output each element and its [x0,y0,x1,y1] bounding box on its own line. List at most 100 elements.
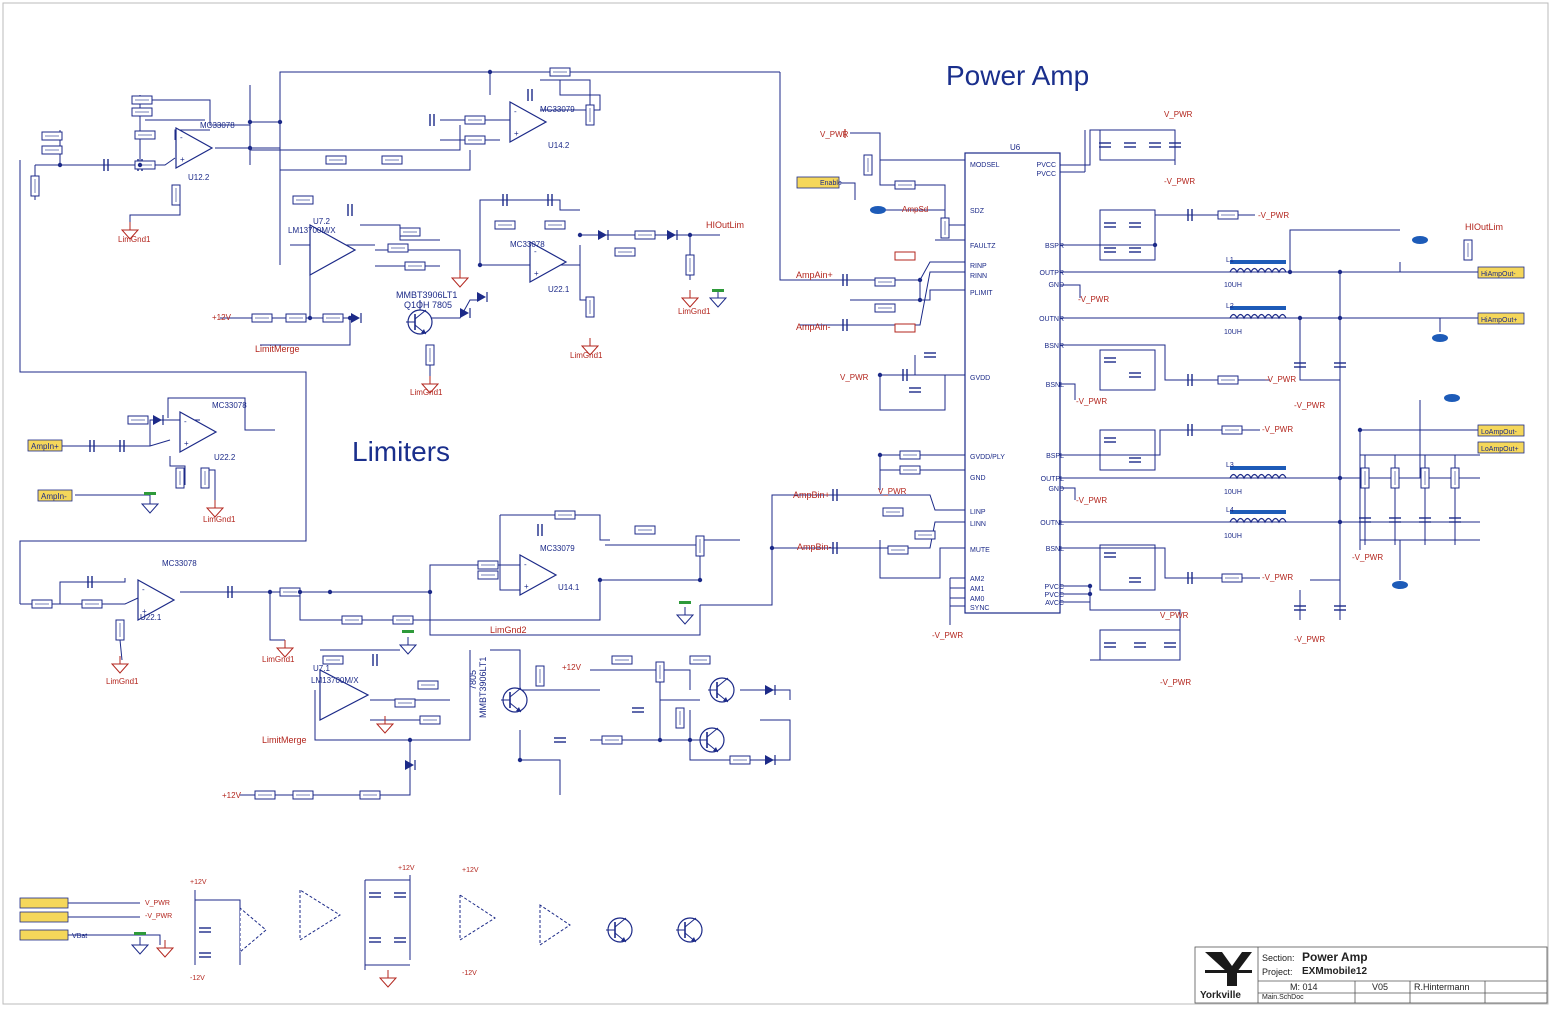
u6-pin-left-14: AM0 [970,596,985,603]
title-block-logo-text: Yorkville [1200,990,1241,1001]
ota-part-label-a: LM13700M/X [288,226,336,235]
title-block-engineer: R.Hintermann [1414,982,1470,992]
inductor-l1 [1229,259,1287,273]
ota-ref-label-a: U7.2 [313,217,330,226]
capacitor-c166 [1103,357,1117,363]
transistor-part-label-a: MMBT3906LT1 [396,290,457,300]
diode-d3h [350,312,362,324]
net-label-p12-a: +12V [212,313,232,322]
u6-pin-right-2: BSPR [1045,243,1064,250]
net-label-vpwr-b: V_PWR [840,373,869,382]
net-label-p12-c: +12V [562,663,582,672]
title-block-project-label: Project: [1262,967,1293,977]
net-label-limgnd1-c: LimGnd1 [678,307,711,316]
capacitor-c164 [1103,247,1117,253]
resistor-r108l [689,655,711,665]
net-label-vpwr-neg-h: -V_PWR [1078,295,1109,304]
resistor-dnp-a [894,251,916,261]
ground-agnd-a [709,289,727,308]
opamp-part-label-f: MC33079 [540,544,575,553]
resistor-r76 [131,95,153,105]
port-ampin-minus-label: AmpIn- [41,492,67,501]
resistor-r106h [322,313,344,323]
resistor-r111l [417,680,439,690]
port-loampout-plus [1477,441,1525,454]
u6-pin-left-3: RINP [970,263,987,270]
resistor-r143l [601,735,623,745]
port-enable-label: Enable [820,180,842,187]
net-label-ampain-minus: AmpAin- [796,322,831,332]
diode-d14l [764,754,776,766]
u6-pin-left-8: GND [970,475,986,482]
title-block-section-label: Section: [1262,953,1295,963]
u6-pin-left-5: PLIMIT [970,290,993,297]
capacitor-c171 [1128,577,1142,583]
net-label-n12-a: -12V [190,975,205,982]
opamp-part-label-c: MC33078 [510,240,545,249]
ground-agnd-c [399,636,417,655]
resistor-r2a [279,587,301,597]
resistor-r113h [387,243,409,253]
net-label-p12-b: +12V [222,791,242,800]
ground-agnd-b [141,495,159,514]
port-hiampout-plus-label: HiAmpOut+ [1481,317,1517,324]
capacitor-c48h [347,203,353,217]
capacitor-c37h [527,88,533,102]
u6-pin-right-5: OUTNR [1039,316,1064,323]
test-point-hiampout-minus [1412,236,1428,244]
opamp-u12-2 [175,127,213,169]
ota-u7-1 [319,669,370,721]
resistor-r3l [535,665,545,687]
resistor-r102l [341,615,363,625]
green-marker-a [712,289,724,292]
ground-limgnd1-k [379,969,397,988]
opamp-part-label-d: MC33078 [212,401,247,410]
net-label-vpwr-neg-k: -V_PWR [1294,401,1325,410]
ota-part-label-b: LM13700M/X [311,676,359,685]
capacitor-c38h [429,113,435,127]
net-label-vpwr-a: V_PWR [820,130,849,139]
resistor-r126 [899,450,921,460]
chip-u6-pins-right: PVCC PVCC [1037,162,1056,178]
diode-d5 [152,414,164,426]
opamp-ref-label-d: U22.2 [214,453,236,462]
resistor-r21 [41,131,63,141]
resistor-r209 [81,599,103,609]
net-label-vpwr-neg-g: -V_PWR [1262,573,1293,582]
resistor-r103l [392,615,414,625]
inductor-l2-value: 10UH [1224,329,1242,336]
u6-pin-right-11: OUTNL [1040,520,1064,527]
resistor-r160h [614,247,636,257]
capacitor-c158 [393,892,407,898]
test-point-loampout-plus [1392,581,1408,589]
capacitor-c160 [393,937,407,943]
resistor-r132l [477,570,499,580]
u6-pin-right-10: GND [1048,486,1064,493]
resistor-r106l [359,790,381,800]
diode-d7h [597,229,609,241]
junction-dots [57,69,1363,763]
port-hiampout-minus [1477,266,1525,279]
green-marker-e [134,932,146,935]
capacitor-c157 [368,892,382,898]
net-label-ampbin-minus: AmpBin- [797,542,832,552]
port-vbat [19,929,69,941]
section-title-power-amp: Power Amp [946,60,1090,91]
transistor-q7b [675,917,703,943]
net-label-limgnd1-d: LimGnd1 [570,351,603,360]
opamp-u22-2 [179,411,217,453]
opamp-ref-label-c: U22.1 [548,285,570,294]
port-supply-b [19,911,69,923]
resistor-r155l [634,525,656,535]
resistor-r130 [882,507,904,517]
net-label-vpwr-neg-b: -V_PWR [1164,177,1195,186]
u6-pin-right-14: PVCC [1045,592,1064,599]
inductor-l2-ref: L2 [1226,303,1234,310]
port-hiampout-plus [1477,312,1525,325]
u6-pin-left-9: LINP [970,509,986,516]
resistor-r140h [464,135,486,145]
u6-pin-right-15: AVCC [1045,600,1064,607]
resistor-r45 [115,619,125,641]
inductor-l4-ref: L4 [1226,507,1234,514]
ground-limgnd1-i [376,715,394,734]
